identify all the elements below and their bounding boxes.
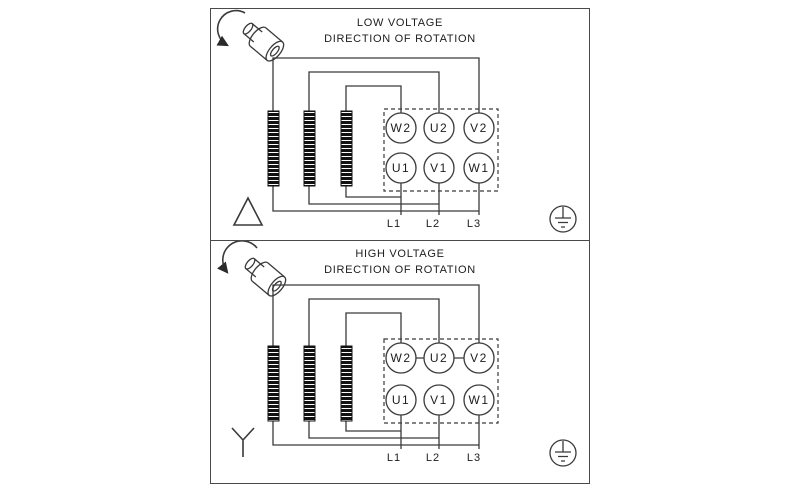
terminal-w1 (463, 152, 495, 184)
terminal-label-u1: U1 (392, 393, 410, 407)
terminal-board-outline (383, 338, 499, 424)
label-l2: L2 (426, 452, 440, 464)
earth-ground-icon (549, 205, 577, 233)
terminal-label-u2: U2 (430, 351, 448, 365)
wye-connection-icon (231, 427, 255, 457)
jumper-link (303, 110, 316, 187)
panel-title: HIGH VOLTAGE (355, 248, 444, 260)
terminal-u1 (385, 384, 417, 416)
terminal-v2 (463, 112, 495, 144)
jumper-link (340, 110, 353, 187)
wire-loop-v2 (272, 284, 480, 446)
terminal-v2 (463, 342, 495, 374)
terminal-label-w2: W2 (391, 351, 412, 365)
earth-ground-icon (549, 439, 577, 467)
label-l3: L3 (467, 452, 481, 464)
panel-subtitle: DIRECTION OF ROTATION (324, 33, 476, 45)
terminal-v1 (423, 152, 455, 184)
panel-title: LOW VOLTAGE (357, 17, 443, 29)
jumper-link (267, 345, 280, 422)
wire-loop-u2 (308, 71, 440, 205)
diagram-frame: LOW VOLTAGE DIRECTION OF ROTATION (210, 8, 590, 484)
terminal-label-v1: V1 (430, 161, 448, 175)
wire-loop-w2 (345, 85, 402, 198)
terminal-u2 (423, 342, 455, 374)
low-voltage-diagram: LOW VOLTAGE DIRECTION OF ROTATION (216, 9, 577, 233)
terminal-label-v2: V2 (470, 121, 488, 135)
terminal-u1 (385, 152, 417, 184)
high-voltage-diagram: HIGH VOLTAGE DIRECTION OF ROTATION (217, 241, 577, 467)
wire-loop-w2 (345, 312, 402, 432)
terminal-label-w2: W2 (391, 121, 412, 135)
terminal-board-outline (383, 108, 499, 192)
terminal-u2 (423, 112, 455, 144)
terminal-label-u1: U1 (392, 161, 410, 175)
jumper-link (267, 110, 280, 187)
label-l2: L2 (426, 218, 440, 230)
terminal-label-v1: V1 (430, 393, 448, 407)
panel-subtitle: DIRECTION OF ROTATION (324, 264, 476, 276)
label-l3: L3 (467, 218, 481, 230)
delta-connection-icon (232, 196, 264, 226)
terminal-v1 (423, 384, 455, 416)
jumper-link (340, 345, 353, 422)
terminal-w2 (385, 342, 417, 374)
jumper-link (303, 345, 316, 422)
panel-low-voltage: LOW VOLTAGE DIRECTION OF ROTATION (211, 9, 589, 241)
terminal-label-w1: W1 (469, 393, 490, 407)
terminal-label-w1: W1 (469, 161, 490, 175)
terminal-label-u2: U2 (430, 121, 448, 135)
wire-loop-v2 (272, 57, 480, 212)
terminal-w2 (385, 112, 417, 144)
panel-high-voltage: HIGH VOLTAGE DIRECTION OF ROTATION (211, 241, 589, 482)
shaft-rotation-ccw-icon (216, 9, 285, 62)
terminal-w1 (463, 384, 495, 416)
wire-loop-u2 (308, 298, 440, 439)
label-l1: L1 (387, 452, 401, 464)
shaft-rotation-cw-icon (217, 241, 287, 297)
label-l1: L1 (387, 218, 401, 230)
terminal-label-v2: V2 (470, 351, 488, 365)
